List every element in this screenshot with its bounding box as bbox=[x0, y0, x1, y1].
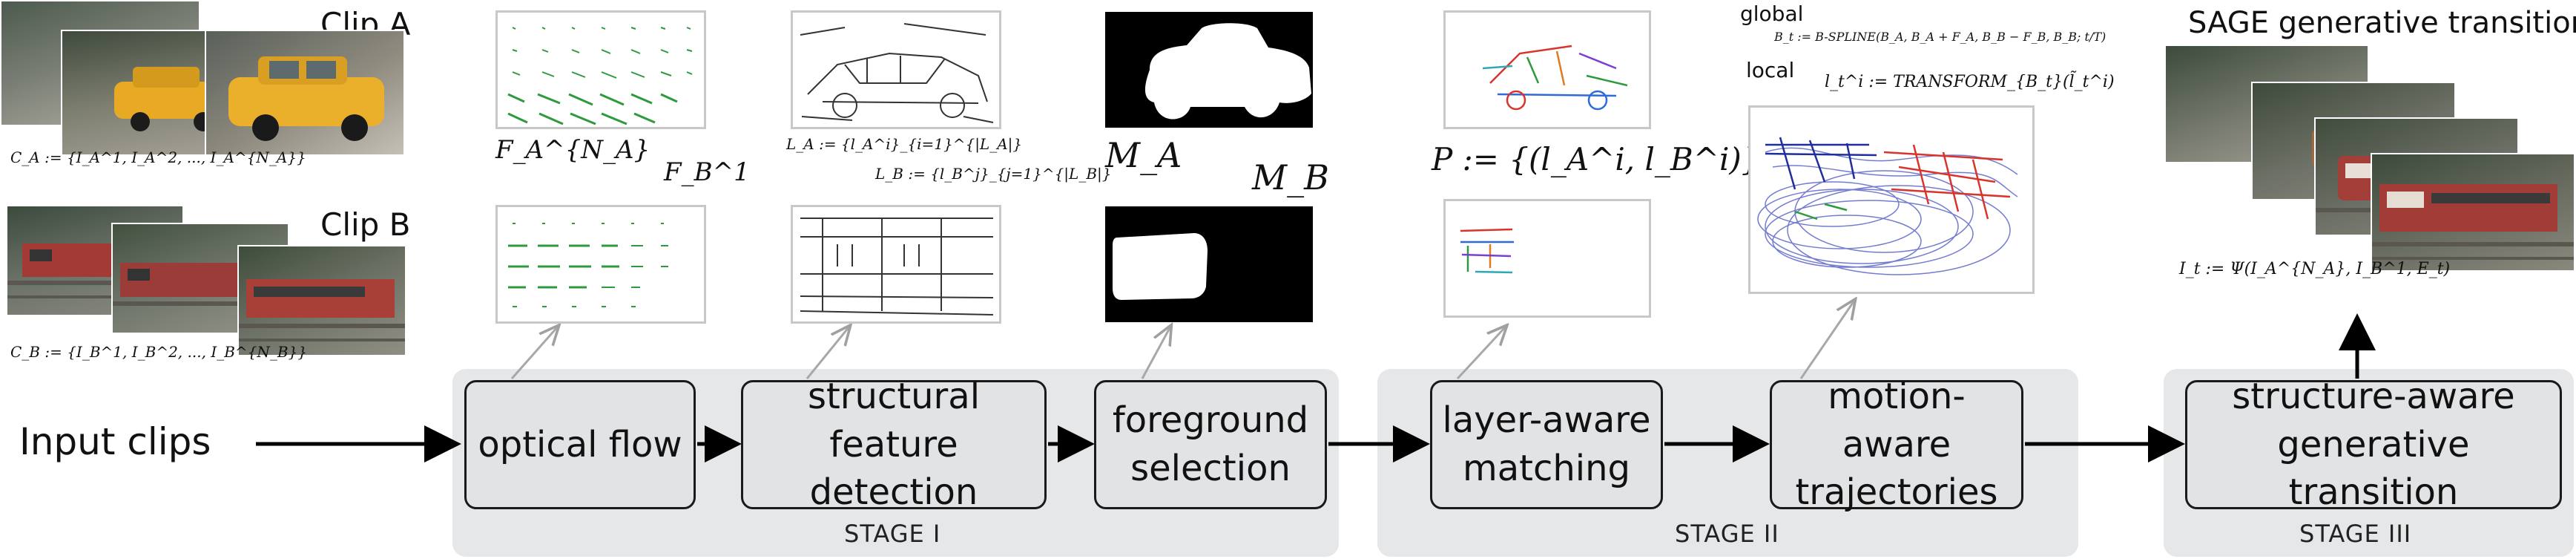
optical-flow-box: optical flow bbox=[464, 380, 696, 509]
clip-a-taxi-icon bbox=[114, 67, 225, 131]
clip-b-title: Clip B bbox=[320, 206, 411, 243]
flow-label-a: F_A^{N_A} bbox=[495, 135, 650, 165]
generative-transition-box: structure-aware generative transition bbox=[2185, 376, 2562, 513]
structural-feature-detection-box: structural feature detection bbox=[741, 376, 1047, 513]
matching-panel-a bbox=[1443, 10, 1651, 129]
flow-field-b bbox=[508, 223, 668, 307]
clip-a-frame-3 bbox=[205, 30, 405, 156]
matched-lines-b bbox=[1460, 228, 1514, 274]
clip-b-train-icon bbox=[239, 279, 405, 341]
mask-car-shape bbox=[1144, 23, 1311, 120]
flow-panel-b bbox=[495, 205, 706, 324]
trajectory-curves bbox=[1757, 137, 2018, 275]
clip-b-formula: C_B := {I_B^1, I_B^2, ..., I_B^{N_B}} bbox=[10, 343, 308, 361]
trajectories-panel bbox=[1748, 105, 2035, 294]
lines-panel-a bbox=[791, 10, 1001, 129]
clip-b-train-icon bbox=[113, 263, 288, 306]
pointer-flow bbox=[510, 327, 558, 379]
clip-a-taxi-icon bbox=[228, 56, 384, 141]
lines-panel-b bbox=[791, 205, 1001, 324]
input-clips-label: Input clips bbox=[19, 420, 211, 463]
matching-panel-b bbox=[1443, 199, 1651, 318]
trajectories-global-label: global bbox=[1740, 1, 1804, 26]
pointer-trajectories bbox=[1799, 301, 1854, 379]
pointer-structure bbox=[806, 327, 849, 379]
stage-1-label: STAGE I bbox=[844, 520, 941, 548]
line-features-a bbox=[800, 23, 994, 123]
foreground-selection-box: foreground selection bbox=[1094, 380, 1327, 509]
line-features-b bbox=[800, 218, 994, 316]
motion-aware-trajectories-box: motion-aware trajectories bbox=[1770, 376, 2023, 513]
mask-panel-a bbox=[1105, 12, 1313, 128]
layer-aware-matching-box: layer-aware matching bbox=[1430, 380, 1663, 509]
matched-lines-a bbox=[1482, 45, 1628, 111]
lines-label-a: L_A := {l_A^i}_{i=1}^{|L_A|} bbox=[786, 135, 1023, 153]
mask-label-a: M_A bbox=[1105, 135, 1182, 175]
mask-train-shape bbox=[1113, 233, 1208, 300]
trajectories-local-label: local bbox=[1746, 58, 1795, 82]
trajectories-local-formula: l_t^i := TRANSFORM_{B_t}(l̃_t^i) bbox=[1825, 73, 2115, 91]
pointer-foreground bbox=[1141, 327, 1170, 379]
lines-label-b: L_B := {l_B^j}_{j=1}^{|L_B|} bbox=[875, 165, 1112, 183]
trajectories-global-formula: B_t := B-SPLINE(B_A, B_A + F_A, B_B − F_… bbox=[1774, 30, 2106, 44]
mask-panel-b bbox=[1105, 206, 1313, 322]
output-train-icon bbox=[2372, 184, 2574, 260]
output-formula: I_t := Ψ(I_A^{N_A}, I_B^1, E_t) bbox=[2179, 260, 2451, 278]
output-frame-4 bbox=[2371, 153, 2575, 272]
stage-3-label: STAGE III bbox=[2299, 520, 2412, 548]
flow-panel-a bbox=[495, 10, 706, 129]
mask-label-b: M_B bbox=[1252, 157, 1329, 197]
clip-a-formula: C_A := {I_A^1, I_A^2, ..., I_A^{N_A}} bbox=[10, 148, 306, 166]
output-title: SAGE generative transition bbox=[2188, 6, 2576, 40]
stage-2-label: STAGE II bbox=[1675, 520, 1779, 548]
flow-field-a bbox=[507, 27, 693, 125]
clip-b-frame-3 bbox=[237, 245, 406, 356]
flow-label-b: F_B^1 bbox=[664, 157, 750, 187]
pointer-matching bbox=[1456, 327, 1506, 380]
